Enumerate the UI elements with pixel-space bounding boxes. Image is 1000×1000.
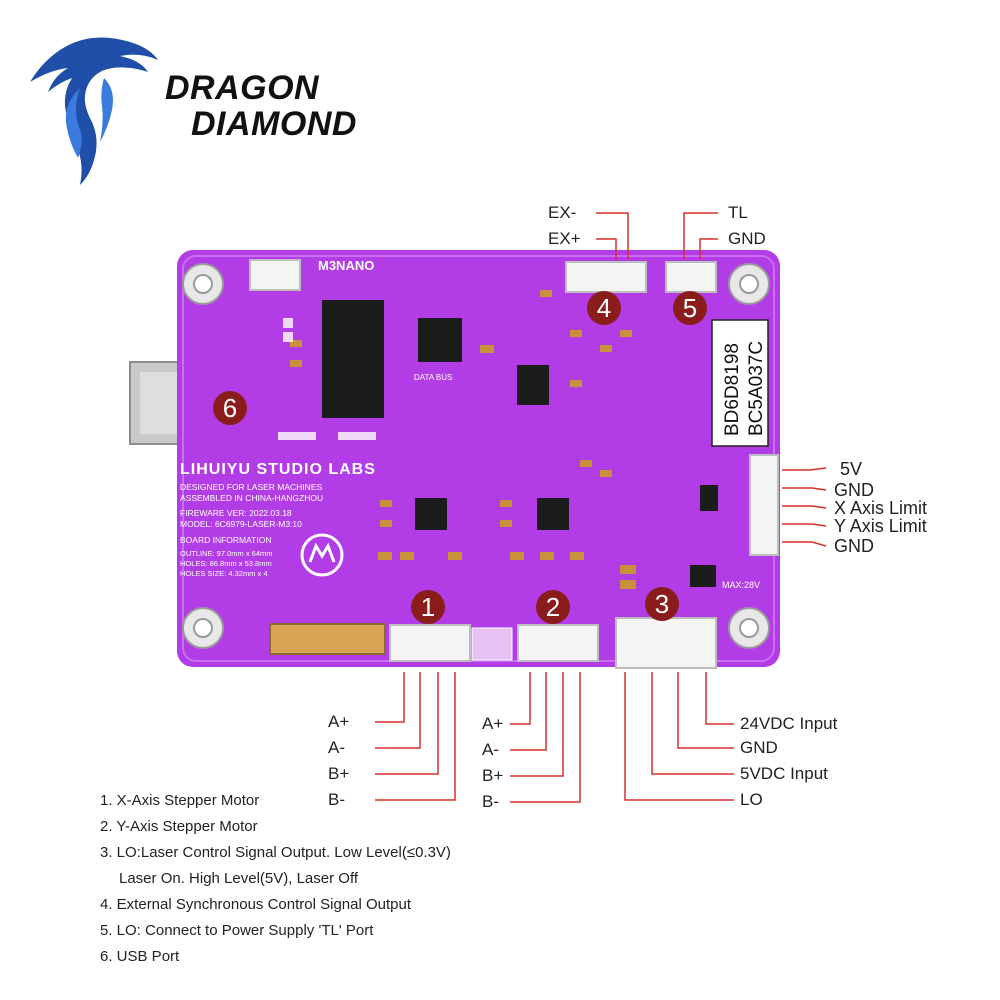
legend-item-2: 2. Y-Axis Stepper Motor bbox=[100, 818, 258, 835]
nano-label: M3NANO bbox=[318, 258, 374, 273]
label-y-b-minus: B- bbox=[482, 792, 499, 811]
dims-line-1: OUTLINE: 97.0mm x 64mm bbox=[180, 549, 273, 558]
label-x-a-plus: A+ bbox=[328, 712, 350, 731]
label-x-a-minus: A- bbox=[328, 738, 345, 757]
mcu-chip bbox=[418, 318, 462, 362]
dragon-logo-icon bbox=[30, 37, 158, 185]
legend-item-3b: Laser On. High Level(5V), Laser Off bbox=[119, 870, 359, 887]
marker-3: 3 bbox=[645, 587, 679, 621]
ribbon-connector bbox=[269, 623, 386, 655]
info-line-3: FIREWARE VER: 2022.03.18 bbox=[180, 508, 292, 518]
label-power-gnd: GND bbox=[740, 738, 778, 757]
label-ex-minus: EX- bbox=[548, 203, 577, 222]
label-5vdc-input: 5VDC Input bbox=[740, 764, 828, 783]
leader-lines bbox=[375, 212, 827, 803]
label-y-b-plus: B+ bbox=[482, 766, 504, 785]
legend-item-3a: 3. LO:Laser Control Signal Output. Low L… bbox=[100, 844, 451, 861]
marker-1: 1 bbox=[411, 590, 445, 624]
marker-2: 2 bbox=[536, 590, 570, 624]
label-ex-plus: EX+ bbox=[548, 229, 581, 248]
label-x-b-minus: B- bbox=[328, 790, 345, 809]
label-y-a-plus: A+ bbox=[482, 714, 504, 733]
label-y-a-minus: A- bbox=[482, 740, 499, 759]
svg-text:6: 6 bbox=[223, 393, 237, 423]
brand-name: DRAGON DIAMOND bbox=[165, 70, 357, 142]
max-voltage-label: MAX:28V bbox=[722, 580, 760, 590]
info-line-4: MODEL: 6C6979-LASER-M3:10 bbox=[180, 519, 302, 529]
main-chip bbox=[322, 300, 384, 418]
data-bus-label: DATA BUS bbox=[414, 373, 452, 382]
legend-item-6: 6. USB Port bbox=[100, 948, 180, 965]
driver-chip-x bbox=[415, 498, 447, 530]
legend: 1. X-Axis Stepper Motor 2. Y-Axis Steppe… bbox=[100, 788, 451, 970]
marker-4: 4 bbox=[587, 291, 621, 325]
serial-number-1: BD6D8198 bbox=[722, 343, 743, 436]
dims-line-3: HOLES SIZE: 4.32mm x 4 bbox=[180, 569, 268, 578]
svg-text:5: 5 bbox=[683, 293, 697, 323]
marker-5: 5 bbox=[673, 291, 707, 325]
legend-item-4: 4. External Synchronous Control Signal O… bbox=[100, 896, 412, 913]
svg-text:3: 3 bbox=[655, 589, 669, 619]
mounting-holes bbox=[182, 263, 770, 649]
label-24vdc-input: 24VDC Input bbox=[740, 714, 838, 733]
driver-chip-y bbox=[537, 498, 569, 530]
serial-sticker bbox=[711, 319, 769, 447]
label-x-axis-limit: X Axis Limit bbox=[834, 498, 928, 518]
label-x-b-plus: B+ bbox=[328, 764, 350, 783]
serial-number-2: BC5A037C bbox=[746, 341, 767, 436]
info-line-1: DESIGNED FOR LASER MACHINES bbox=[180, 482, 322, 492]
board-logo-icon bbox=[300, 533, 344, 577]
label-5v: 5V bbox=[840, 459, 863, 479]
brand-line-1: DRAGON bbox=[165, 69, 320, 107]
label-tl-gnd: GND bbox=[728, 229, 766, 248]
board-info-title: BOARD INFORMATION bbox=[180, 535, 271, 545]
info-line-2: ASSEMBLED IN CHINA-HANGZHOU bbox=[180, 493, 323, 503]
legend-item-1: 1. X-Axis Stepper Motor bbox=[100, 792, 260, 809]
label-gnd-1: GND bbox=[834, 480, 874, 500]
marker-6: 6 bbox=[213, 391, 247, 425]
maker-label: LIHUIYU STUDIO LABS bbox=[180, 461, 376, 478]
connectors bbox=[249, 259, 779, 669]
svg-text:4: 4 bbox=[597, 293, 611, 323]
legend-item-5: 5. LO: Connect to Power Supply 'TL' Port bbox=[100, 922, 374, 939]
label-tl: TL bbox=[728, 203, 748, 222]
label-lo: LO bbox=[740, 790, 763, 809]
label-y-axis-limit: Y Axis Limit bbox=[834, 516, 927, 536]
svg-text:2: 2 bbox=[546, 592, 560, 622]
label-gnd-2: GND bbox=[834, 536, 874, 556]
dims-line-2: HOLES: 86.8mm x 53.8mm bbox=[180, 559, 272, 568]
svg-text:1: 1 bbox=[421, 592, 435, 622]
brand-line-2: DIAMOND bbox=[191, 105, 357, 143]
